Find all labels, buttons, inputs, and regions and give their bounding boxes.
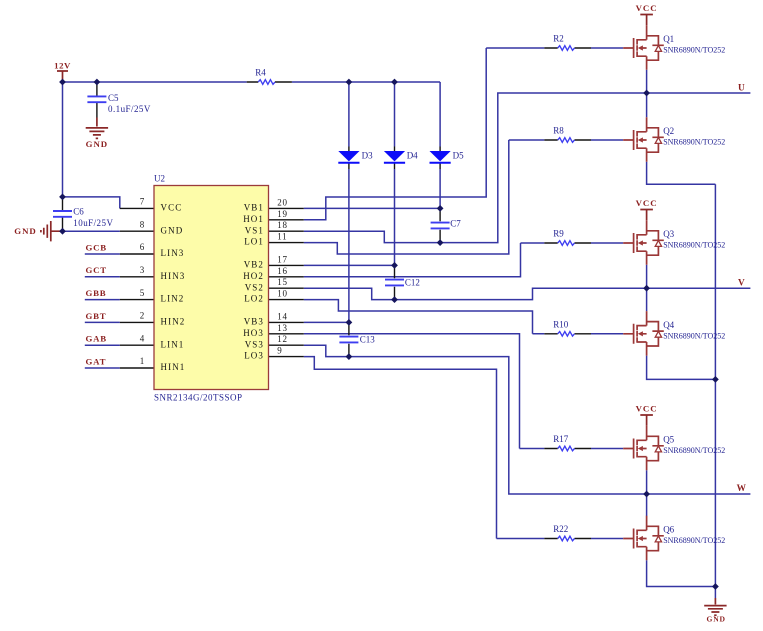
svg-text:W: W xyxy=(737,484,747,494)
svg-text:VS3: VS3 xyxy=(245,339,264,349)
svg-text:Q5: Q5 xyxy=(663,435,674,445)
svg-text:SNR6890N/TO252: SNR6890N/TO252 xyxy=(663,241,725,250)
svg-text:17: 17 xyxy=(277,254,287,264)
svg-text:GND: GND xyxy=(707,615,726,624)
svg-text:LO2: LO2 xyxy=(244,294,264,304)
svg-text:C13: C13 xyxy=(360,334,376,344)
svg-text:15: 15 xyxy=(277,277,287,287)
svg-text:SNR6890N/TO252: SNR6890N/TO252 xyxy=(663,46,725,55)
svg-text:10uF/25V: 10uF/25V xyxy=(73,218,113,228)
svg-text:VB2: VB2 xyxy=(244,260,264,270)
svg-text:Q3: Q3 xyxy=(663,229,674,239)
svg-text:0.1uF/25V: 0.1uF/25V xyxy=(108,104,151,114)
svg-text:GND: GND xyxy=(161,225,184,235)
svg-text:GND: GND xyxy=(86,139,109,149)
svg-text:LIN3: LIN3 xyxy=(161,248,185,258)
svg-text:1: 1 xyxy=(140,356,145,366)
svg-text:D5: D5 xyxy=(453,150,464,160)
svg-text:SNR6890N/TO252: SNR6890N/TO252 xyxy=(663,138,725,147)
svg-text:C7: C7 xyxy=(450,219,461,229)
svg-text:LO3: LO3 xyxy=(244,351,264,361)
svg-text:10: 10 xyxy=(277,289,287,299)
svg-text:Q1: Q1 xyxy=(663,34,674,44)
svg-text:SNR6890N/TO252: SNR6890N/TO252 xyxy=(663,536,725,545)
svg-text:R22: R22 xyxy=(553,524,568,534)
svg-text:HO1: HO1 xyxy=(243,214,264,224)
svg-text:Q4: Q4 xyxy=(663,320,674,330)
svg-text:GBT: GBT xyxy=(86,311,107,321)
svg-text:R4: R4 xyxy=(255,67,266,77)
svg-text:SNR6890N/TO252: SNR6890N/TO252 xyxy=(663,331,725,340)
svg-text:19: 19 xyxy=(277,209,287,219)
svg-text:HO3: HO3 xyxy=(243,328,264,338)
svg-text:R8: R8 xyxy=(553,126,564,136)
svg-text:LIN1: LIN1 xyxy=(161,339,185,349)
svg-text:13: 13 xyxy=(277,323,287,333)
svg-text:16: 16 xyxy=(277,266,287,276)
svg-text:D3: D3 xyxy=(362,150,373,160)
svg-text:12V: 12V xyxy=(54,60,71,70)
svg-text:Q2: Q2 xyxy=(663,126,674,136)
svg-text:9: 9 xyxy=(277,346,282,356)
svg-text:C12: C12 xyxy=(405,278,420,288)
svg-text:5: 5 xyxy=(140,288,145,298)
svg-text:4: 4 xyxy=(140,333,145,343)
svg-text:GBB: GBB xyxy=(86,288,107,298)
svg-text:VCC: VCC xyxy=(636,403,658,413)
svg-text:HO2: HO2 xyxy=(243,271,264,281)
svg-text:3: 3 xyxy=(140,265,145,275)
svg-text:GAT: GAT xyxy=(86,356,107,366)
svg-text:20: 20 xyxy=(277,197,287,207)
svg-text:GCT: GCT xyxy=(86,265,107,275)
svg-text:VCC: VCC xyxy=(636,198,658,208)
svg-text:R10: R10 xyxy=(553,319,569,329)
svg-text:SNR6890N/TO252: SNR6890N/TO252 xyxy=(663,446,725,455)
svg-text:D4: D4 xyxy=(407,150,418,160)
svg-text:U2: U2 xyxy=(154,173,165,183)
svg-text:GAB: GAB xyxy=(86,334,107,344)
svg-text:SNR2134G/20TSSOP: SNR2134G/20TSSOP xyxy=(154,393,243,403)
svg-text:18: 18 xyxy=(277,220,287,230)
svg-text:VB1: VB1 xyxy=(244,203,264,213)
svg-text:C6: C6 xyxy=(73,207,84,217)
svg-text:12: 12 xyxy=(277,334,287,344)
svg-text:8: 8 xyxy=(140,219,145,229)
svg-text:HIN1: HIN1 xyxy=(161,362,186,372)
svg-text:Q6: Q6 xyxy=(663,525,674,535)
svg-text:V: V xyxy=(738,278,745,288)
svg-text:VS1: VS1 xyxy=(245,225,264,235)
svg-text:LO1: LO1 xyxy=(244,237,264,247)
svg-text:GCB: GCB xyxy=(86,242,107,252)
svg-text:11: 11 xyxy=(277,232,287,242)
svg-text:2: 2 xyxy=(140,311,145,321)
svg-text:HIN2: HIN2 xyxy=(161,317,186,327)
svg-text:LIN2: LIN2 xyxy=(161,294,185,304)
svg-text:R2: R2 xyxy=(553,34,564,44)
svg-text:VB3: VB3 xyxy=(244,317,264,327)
svg-text:VCC: VCC xyxy=(161,203,183,213)
svg-text:U: U xyxy=(738,84,745,94)
svg-text:C5: C5 xyxy=(108,93,119,103)
svg-text:VS2: VS2 xyxy=(245,282,264,292)
svg-text:GND: GND xyxy=(14,226,37,236)
svg-text:R9: R9 xyxy=(553,229,564,239)
svg-text:6: 6 xyxy=(140,242,145,252)
svg-text:R17: R17 xyxy=(553,434,569,444)
svg-text:7: 7 xyxy=(140,197,145,207)
svg-text:VCC: VCC xyxy=(636,3,658,13)
svg-text:HIN3: HIN3 xyxy=(161,271,186,281)
svg-text:14: 14 xyxy=(277,311,287,321)
